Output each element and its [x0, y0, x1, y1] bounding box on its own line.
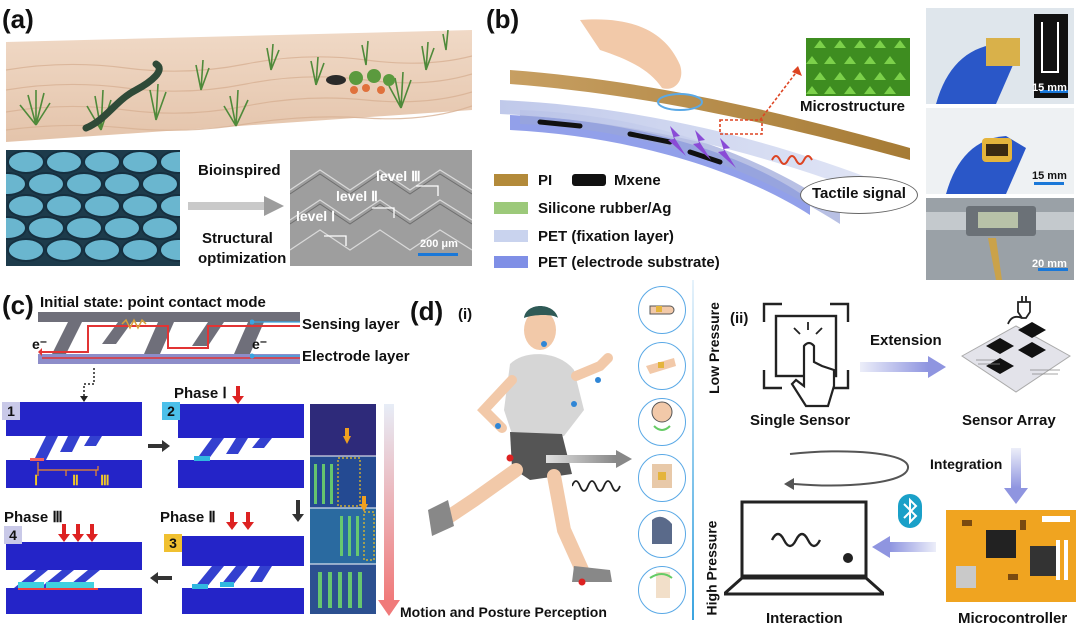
optimization-text: optimization — [198, 250, 287, 267]
bioinspired-text: Bioinspired — [198, 162, 281, 179]
low-high-pressure-line — [692, 280, 694, 620]
photo-1-scale: 15 mm — [1032, 82, 1067, 94]
phase-2-label: Phase Ⅱ — [160, 509, 216, 526]
panel-b-label: (b) — [486, 4, 520, 34]
integration-arrow — [1004, 448, 1028, 504]
legend-swatch-pet-electrode — [494, 256, 528, 268]
extension-arrow — [860, 356, 946, 378]
extension-label: Extension — [870, 332, 942, 349]
pressure-gradient-arrow — [378, 404, 400, 616]
initial-state-title: Initial state: point contact mode — [40, 294, 266, 311]
legend-swatch-silicone — [494, 202, 528, 214]
legend-swatch-pet-fixation — [494, 230, 528, 242]
microcontroller-image — [946, 510, 1076, 602]
phase-3-label: Phase Ⅲ — [4, 509, 63, 526]
bioinspired-arrow — [188, 196, 284, 216]
waveform-icon — [572, 480, 621, 492]
level-2-label: level Ⅱ — [336, 188, 378, 204]
tactile-signal-bubble — [800, 176, 918, 214]
electrode-layer-label: Electrode layer — [302, 348, 410, 365]
motion-perception-label: Motion and Posture Perception — [400, 604, 607, 620]
phase-3-force-arrows — [58, 524, 98, 542]
sub-ii-label: (ii) — [730, 310, 749, 327]
arrow-3-to-4 — [150, 572, 172, 584]
sensing-layer-label: Sensing layer — [302, 316, 400, 333]
laptop-icon — [724, 500, 884, 596]
arrow-1-to-2 — [148, 440, 170, 452]
microcontroller-to-laptop-arrow — [872, 536, 936, 558]
sem-scale-label: 200 μm — [420, 238, 458, 250]
panel-c-label: (c) — [2, 290, 34, 320]
sensor-array-image — [961, 296, 1071, 393]
snake-scale-image — [6, 150, 180, 266]
phase-1-label: Phase Ⅰ — [174, 385, 227, 402]
interaction-label: Interaction — [766, 610, 843, 627]
photo-3-scale: 20 mm — [1032, 258, 1067, 270]
legend-label-pi: PI — [538, 172, 553, 189]
state-2-number: 2 — [162, 402, 180, 420]
sem-microstructure-image — [290, 150, 472, 266]
high-pressure-label: High Pressure — [703, 520, 720, 616]
microcontroller-label: Microcontroller — [958, 610, 1068, 627]
phase-1-force-arrow — [232, 386, 244, 404]
state-4-number: 4 — [4, 526, 22, 544]
single-sensor-icon — [762, 302, 850, 408]
photo-2-scale: 15 mm — [1032, 170, 1067, 182]
pressure-heatmap — [310, 404, 376, 614]
sensor-layer-illustration — [500, 19, 910, 224]
legend-label-pet-fixation: PET (fixation layer) — [538, 228, 674, 245]
integration-label: Integration — [930, 456, 1003, 472]
runner-figure — [428, 306, 613, 586]
structural-text: Structural — [202, 230, 273, 247]
panel-a-label: (a) — [2, 4, 34, 34]
phase-2-force-arrows — [226, 512, 254, 530]
legend-swatch-mxene — [572, 174, 606, 186]
panel-d-label: (d) — [410, 296, 444, 326]
level-3-label: level Ⅲ — [376, 168, 421, 184]
microstructure-label: Microstructure — [800, 98, 906, 115]
contact-label-3: Ⅲ — [100, 472, 110, 488]
contact-label-2: Ⅱ — [72, 472, 79, 488]
dotted-down-arrow — [80, 368, 95, 402]
state-1-number: 1 — [2, 402, 20, 420]
sub-i-label: (i) — [458, 306, 473, 323]
legend-label-silicone: Silicone rubber/Ag — [538, 200, 672, 217]
sensor-array-label: Sensor Array — [962, 412, 1056, 429]
arrow-2-to-3 — [292, 500, 304, 522]
photo-wearable-finger — [926, 8, 1074, 104]
body-part-icons — [646, 305, 676, 598]
legend-label-mxene: Mxene — [614, 172, 661, 189]
electron-left: e⁻ — [32, 336, 48, 352]
signal-to-sensors-arrow — [546, 450, 632, 468]
low-pressure-label: Low Pressure — [705, 302, 722, 394]
level-1-label: level Ⅰ — [296, 208, 336, 224]
photo-caliper — [926, 198, 1074, 280]
simulation-state-1 — [6, 402, 142, 488]
legend-swatch-pi — [494, 174, 528, 186]
state-3-number: 3 — [164, 534, 182, 552]
bluetooth-icon — [898, 494, 922, 528]
simulation-state-3 — [182, 536, 304, 614]
electron-right: e⁻ — [252, 336, 268, 352]
landscape-illustration — [6, 30, 472, 142]
point-contact-schematic — [38, 312, 300, 364]
photo-finger-sensor — [926, 108, 1074, 194]
simulation-state-4 — [6, 542, 142, 614]
layer-leader-lines — [250, 319, 300, 359]
legend-label-pet-electrode: PET (electrode substrate) — [538, 254, 720, 271]
microstructure-image — [806, 38, 910, 96]
contact-label-1: Ⅰ — [34, 472, 39, 488]
single-sensor-label: Single Sensor — [750, 412, 851, 429]
feedback-loop-arrow — [784, 450, 909, 490]
tactile-signal-label: Tactile signal — [812, 185, 906, 202]
simulation-state-2 — [178, 404, 304, 488]
snake — [82, 60, 163, 132]
